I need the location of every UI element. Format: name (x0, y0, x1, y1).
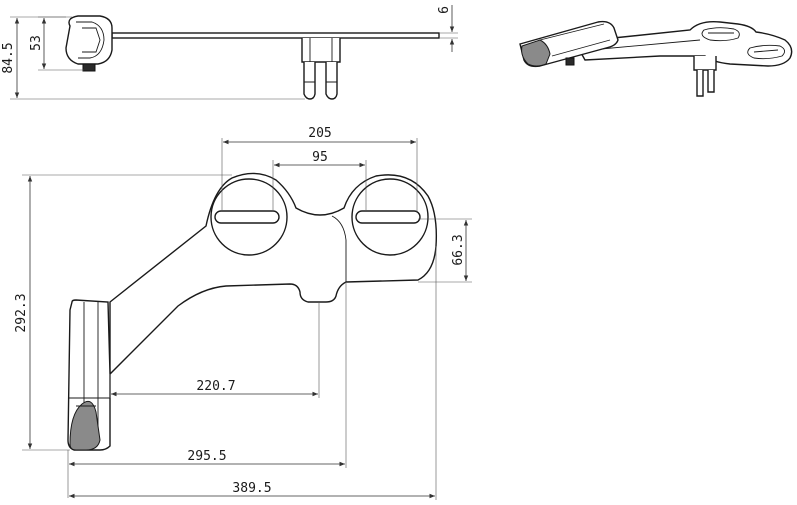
side-fitting (82, 63, 96, 72)
dim-bottom-inner: 220.7 (196, 379, 235, 394)
side-mount-post (301, 38, 341, 63)
dim-bottom-middle: 295.5 (187, 449, 226, 464)
side-view: 84.5 53 6 (1, 5, 458, 100)
side-knob (65, 15, 113, 65)
nozzle-tip (69, 400, 101, 451)
dim-side-knob-height: 53 (29, 35, 44, 51)
perspective-view (519, 20, 793, 97)
dim-bottom-overall: 389.5 (232, 481, 271, 496)
dim-left-total-height: 292.3 (14, 293, 29, 332)
dim-top-inner-span: 95 (312, 150, 328, 165)
side-plate (111, 32, 440, 39)
dim-side-total-height: 84.5 (1, 42, 16, 73)
dim-top-outer-span: 205 (308, 126, 331, 141)
left-slot (214, 210, 280, 224)
perspective-plate (573, 20, 793, 67)
top-view: 205 95 66.3 292.3 220.7 295.5 389.5 (14, 126, 472, 500)
dim-side-plate-thickness: 6 (437, 6, 452, 14)
right-slot (355, 210, 421, 224)
dim-top-right-height: 66.3 (451, 234, 466, 265)
